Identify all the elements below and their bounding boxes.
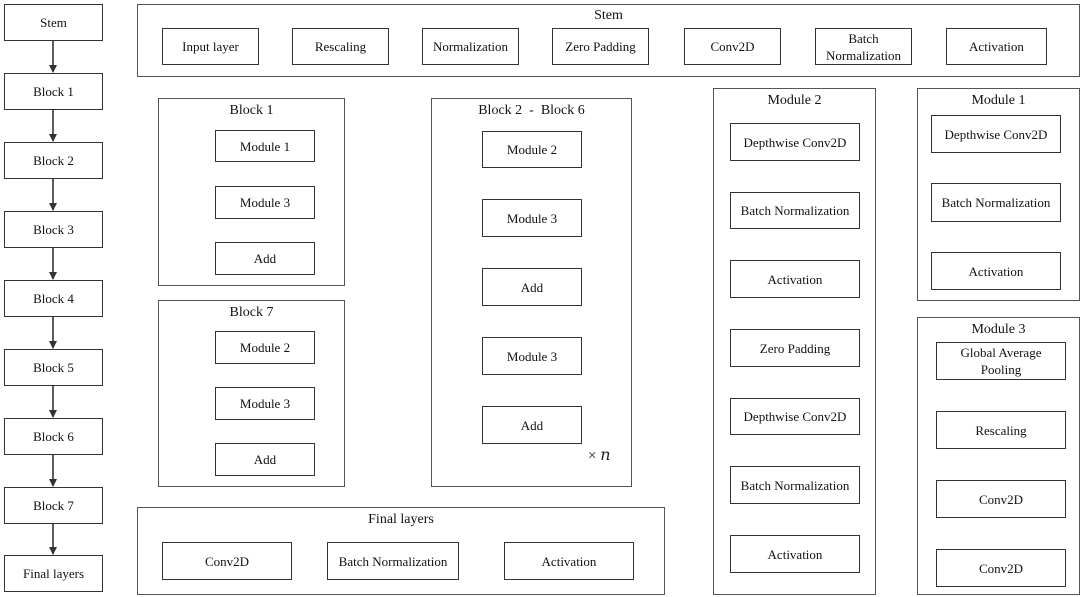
final-layers-title: Final layers: [368, 512, 434, 527]
m1-batch-normalization: Batch Normalization: [931, 183, 1061, 222]
left-block-6: Block 6: [4, 418, 103, 455]
module1-title: Module 1: [971, 93, 1026, 108]
m2-batch-normalization-a: Batch Normalization: [730, 192, 860, 229]
m1-depthwise-conv2d: Depthwise Conv2D: [931, 115, 1061, 153]
repeat-variable: n: [600, 445, 611, 464]
m3-conv2d-b: Conv2D: [936, 549, 1066, 587]
b26-module-3-b: Module 3: [482, 337, 582, 375]
repeat-n-label: × n: [588, 445, 611, 465]
b26-add-a: Add: [482, 268, 582, 306]
block7-module-2: Module 2: [215, 331, 315, 364]
m2-activation-b: Activation: [730, 535, 860, 573]
block7-title: Block 7: [229, 305, 274, 320]
left-block-5: Block 5: [4, 349, 103, 386]
m3-rescaling: Rescaling: [936, 411, 1066, 449]
left-block-4: Block 4: [4, 280, 103, 317]
b26-module-2: Module 2: [482, 131, 582, 168]
block7-module-3: Module 3: [215, 387, 315, 420]
final-activation: Activation: [504, 542, 634, 580]
m2-depthwise-conv2d-a: Depthwise Conv2D: [730, 123, 860, 161]
left-block-1: Block 1: [4, 73, 103, 110]
m2-zero-padding: Zero Padding: [730, 329, 860, 367]
stem-zero-padding: Zero Padding: [552, 28, 649, 65]
block1-title: Block 1: [229, 103, 274, 118]
repeat-symbol: ×: [588, 448, 597, 464]
module3-title: Module 3: [971, 322, 1026, 337]
final-conv2d: Conv2D: [162, 542, 292, 580]
block1-module-3: Module 3: [215, 186, 315, 219]
block1-module-1: Module 1: [215, 130, 315, 162]
m2-depthwise-conv2d-b: Depthwise Conv2D: [730, 398, 860, 435]
m2-activation-a: Activation: [730, 260, 860, 298]
stem-activation: Activation: [946, 28, 1047, 65]
stem-title: Stem: [594, 8, 623, 23]
block7-add: Add: [215, 443, 315, 476]
left-block-2: Block 2: [4, 142, 103, 179]
left-block-3: Block 3: [4, 211, 103, 248]
left-block-7: Block 7: [4, 487, 103, 524]
stem-rescaling: Rescaling: [292, 28, 389, 65]
stem-input-layer: Input layer: [162, 28, 259, 65]
left-final-layers: Final layers: [4, 555, 103, 592]
m3-global-average-pooling: Global Average Pooling: [936, 342, 1066, 380]
stem-conv2d: Conv2D: [684, 28, 781, 65]
b26-module-3-a: Module 3: [482, 199, 582, 237]
final-batch-normalization: Batch Normalization: [327, 542, 459, 580]
m2-batch-normalization-b: Batch Normalization: [730, 466, 860, 504]
left-stem: Stem: [4, 4, 103, 41]
m3-conv2d-a: Conv2D: [936, 480, 1066, 518]
b26-add-b: Add: [482, 406, 582, 444]
stem-normalization: Normalization: [422, 28, 519, 65]
block2-6-title: Block 2 - Block 6: [478, 103, 585, 118]
module2-title: Module 2: [767, 93, 822, 108]
block1-add: Add: [215, 242, 315, 275]
m1-activation: Activation: [931, 252, 1061, 290]
stem-batch-normalization: Batch Normalization: [815, 28, 912, 65]
